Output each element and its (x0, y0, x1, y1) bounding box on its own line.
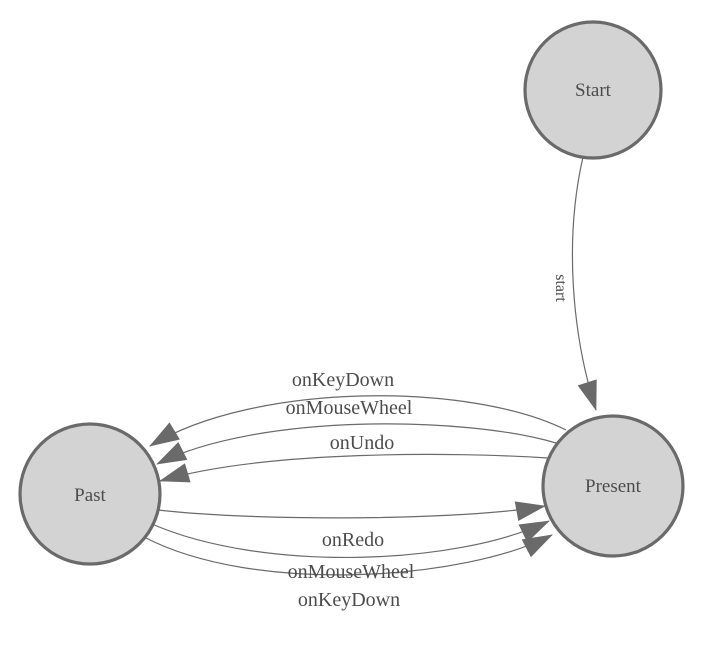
edge-label-onkeydown-top: onKeyDown (292, 369, 394, 391)
node-past[interactable]: Past (18, 422, 162, 566)
edge-label-onkeydown-bottom: onKeyDown (298, 589, 400, 611)
node-start-circle[interactable] (523, 20, 663, 160)
node-present-circle[interactable] (541, 414, 685, 558)
edge-start-to-present (571, 156, 597, 411)
edge-present-to-past-onmousewheel (156, 423, 557, 465)
edge-past-to-present-onmousewheel (151, 520, 550, 559)
node-present[interactable]: Present (541, 414, 685, 558)
edge-label-start: start (552, 274, 569, 302)
edge-past-to-present-onredo (157, 501, 546, 522)
node-start[interactable]: Start (523, 20, 663, 160)
edge-present-to-past-onundo (159, 453, 549, 483)
edge-label-onundo: onUndo (330, 432, 394, 454)
edge-past-to-present-onkeydown (143, 534, 553, 576)
node-past-circle[interactable] (18, 422, 162, 566)
edge-label-onmousewheel-bottom: onMouseWheel (288, 561, 415, 583)
edge-present-to-past-onkeydown (149, 395, 567, 447)
edge-label-onredo: onRedo (322, 529, 384, 551)
edge-label-onmousewheel-top: onMouseWheel (286, 397, 413, 419)
